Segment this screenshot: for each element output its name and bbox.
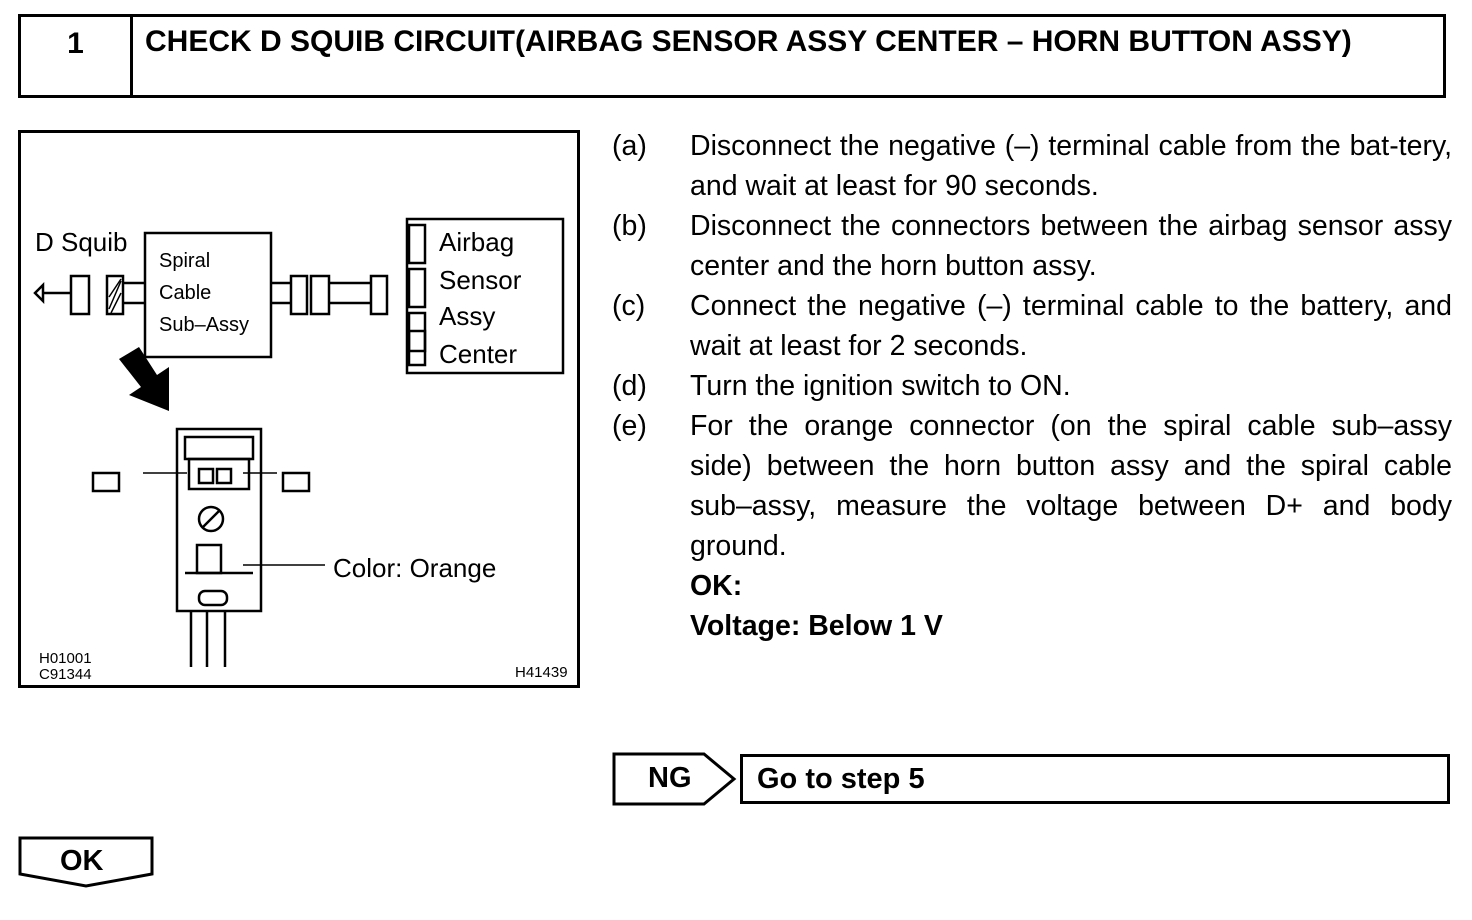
step-text: For the orange connector (on the spiral … [690, 410, 1452, 562]
color-label: Color: Orange [333, 553, 497, 583]
step-item: (e) For the orange connector (on the spi… [612, 406, 1452, 566]
step-text: Connect the negative (–) terminal cable … [690, 290, 1452, 362]
step-item: (d) Turn the ignition switch to ON. [612, 366, 1452, 406]
step-label: (c) [612, 290, 646, 322]
step-label: (a) [612, 130, 647, 162]
step-text: Disconnect the connectors between the ai… [690, 210, 1452, 282]
step-item: (c) Connect the negative (–) terminal ca… [612, 286, 1452, 366]
spiral-label-3: Sub–Assy [159, 314, 250, 336]
procedure-steps: (a) Disconnect the negative (–) terminal… [612, 126, 1452, 646]
spiral-label-1: Spiral [159, 250, 211, 272]
ok-tag-label: OK [60, 845, 104, 877]
figure-code-left-2: C91344 [39, 666, 92, 683]
step-item: (b) Disconnect the connectors between th… [612, 206, 1452, 286]
ng-tag-shape [612, 752, 737, 806]
step-title: CHECK D SQUIB CIRCUIT(AIRBAG SENSOR ASSY… [145, 25, 1352, 58]
ng-tag-label: NG [648, 762, 692, 794]
result-spec: Voltage: Below 1 V [690, 610, 943, 642]
figure-code-left-1: H01001 [39, 650, 92, 667]
connector-diagram [33, 217, 565, 667]
wiring-figure: D Squib Spiral Cable Sub–Assy Airbag Sen… [18, 130, 580, 688]
d-squib-label: D Squib [35, 227, 128, 257]
step-text: Disconnect the negative (–) terminal cab… [690, 130, 1452, 202]
airbag-label-2: Sensor [439, 265, 522, 295]
step-label: (e) [612, 410, 647, 442]
airbag-label-4: Center [439, 339, 518, 369]
step-item: (a) Disconnect the negative (–) terminal… [612, 126, 1452, 206]
step-label: (d) [612, 370, 647, 402]
step-header: 1 CHECK D SQUIB CIRCUIT(AIRBAG SENSOR AS… [18, 14, 1446, 98]
step-text: Turn the ignition switch to ON. [690, 370, 1071, 402]
result-ok-label: OK: [690, 570, 743, 602]
spiral-label-2: Cable [159, 282, 212, 304]
step-number: 1 [21, 17, 133, 95]
step-label: (b) [612, 210, 647, 242]
figure-code-right: H41439 [515, 664, 568, 681]
airbag-label-3: Assy [439, 301, 496, 331]
ng-action-box: Go to step 5 [740, 754, 1450, 804]
airbag-label-1: Airbag [439, 227, 515, 257]
ok-tag-shape [18, 836, 154, 888]
